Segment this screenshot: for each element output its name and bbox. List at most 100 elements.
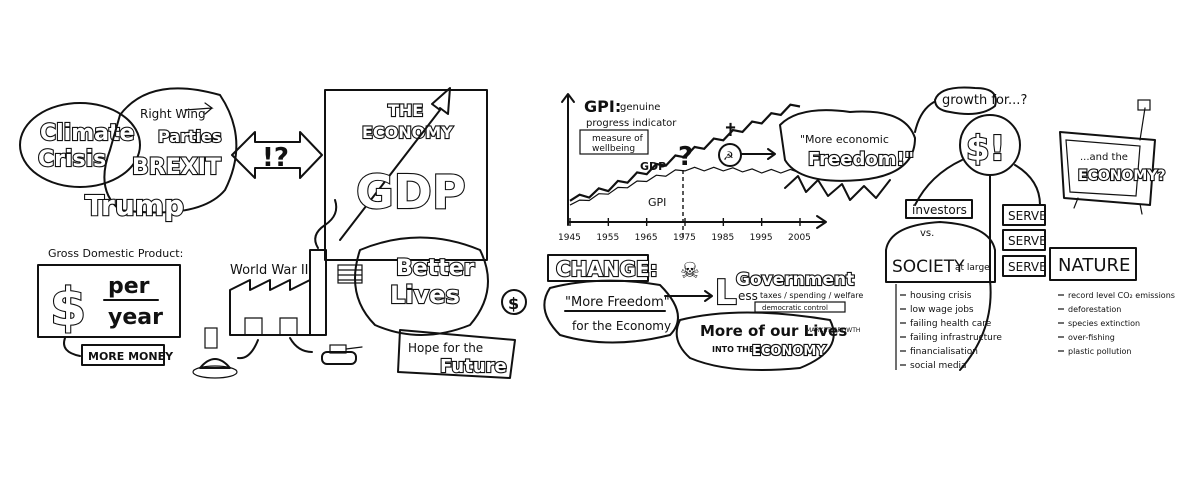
double-arrow-icon	[231, 131, 323, 179]
gpi-genuine: genuine	[620, 102, 660, 113]
zigzag-spikes	[784, 175, 891, 201]
right-panel: growth for...? $! investors vs. SOCIETY …	[885, 86, 1175, 371]
serve-text-3: SERVE	[1008, 260, 1047, 274]
climate-text: Climate	[40, 121, 134, 146]
gov-detail-box	[754, 301, 846, 313]
government-text: Government	[736, 270, 854, 290]
dollar-big-text: $!	[966, 129, 1005, 169]
serve-text-1: SERVE	[1008, 209, 1047, 223]
per-year-box	[37, 264, 181, 338]
investors-text: investors	[912, 203, 967, 217]
hammer-sickle-icon	[718, 143, 742, 167]
growth-bubble	[934, 86, 997, 115]
into-the-text: INTO THE	[712, 345, 754, 354]
factory-outline	[229, 279, 311, 336]
right-wing-text: Right Wing	[140, 107, 206, 121]
list-item: failing infrastructure	[910, 333, 1002, 343]
cross-icon: ✝	[723, 120, 738, 141]
vs-text: vs.	[920, 228, 934, 239]
series-line-gdp	[569, 103, 801, 202]
tv-icon	[1059, 99, 1156, 215]
exclaim-text: !?	[262, 143, 289, 173]
gdp-label: Gross Domestic Product:	[48, 247, 183, 260]
chart-x-arrow	[816, 215, 827, 229]
list-item: financialisation	[910, 347, 978, 357]
economy-text: ECONOMY	[362, 123, 453, 142]
gov-detail-2: democratic control	[762, 304, 828, 312]
at-large-text: at large	[955, 263, 990, 273]
world-war-text: World War II	[230, 263, 309, 278]
x-tick-label: 1985	[711, 233, 734, 243]
lives-bubble	[675, 311, 835, 372]
the-text: THE	[388, 101, 423, 120]
gpi-line-label: GPI	[648, 196, 666, 209]
climate-bubble	[19, 102, 141, 188]
more-of-lives-text: More of our Lives	[700, 322, 847, 340]
dollar-text: $	[50, 278, 86, 338]
better-text: Better	[396, 256, 475, 281]
list-item: plastic pollution	[1068, 347, 1131, 356]
x-tick-label: 1995	[750, 233, 773, 243]
quote-bubble	[779, 109, 916, 182]
freedom-arrow	[664, 290, 713, 302]
right-wing-arrow	[184, 102, 214, 115]
skull-icon: ☠	[680, 259, 700, 284]
measure-text-1: measure of	[592, 134, 644, 144]
gdp-gpi-chart	[569, 103, 801, 206]
society-text: SOCIETY	[892, 257, 965, 277]
down-arrow	[63, 337, 81, 357]
hammer-sickle-glyph: ☭	[723, 149, 734, 163]
more-money-box	[81, 344, 165, 366]
quote-text-2: Freedom!"	[808, 149, 914, 170]
x-tick-label: 1975	[673, 233, 696, 243]
arrow-to-burger	[237, 339, 259, 360]
gdp-line-label: GDP	[640, 160, 666, 173]
list-item: record level CO₂ emissions	[1068, 291, 1175, 300]
factory-doors	[244, 317, 298, 336]
arrow-to-quote	[741, 148, 776, 160]
gdp-big-text: GDP	[356, 165, 466, 219]
parties-text: Parties	[158, 127, 222, 146]
burger-icon	[192, 327, 238, 379]
lives-text: Lives	[390, 281, 460, 309]
for-economy-text: for the Economy	[572, 319, 671, 333]
crisis-text: Crisis	[38, 147, 106, 172]
tank-icon	[321, 344, 363, 365]
chart-y-arrow	[561, 93, 575, 103]
factory-chimney	[309, 249, 327, 336]
nature-text: NATURE	[1058, 255, 1130, 276]
investors-box	[905, 199, 973, 219]
nature-issues-list: record level CO₂ emissionsdeforestations…	[1058, 291, 1175, 356]
dollar-coin-text: $	[508, 294, 519, 313]
tv-text-2: ECONOMY?	[1078, 168, 1166, 184]
future-text: Future	[440, 356, 507, 377]
x-tick-label: 1945	[558, 233, 581, 243]
more-freedom-text: "More Freedom"	[565, 295, 670, 310]
nature-box	[1049, 247, 1137, 281]
series-line-gpi	[569, 166, 801, 206]
per-text: per	[108, 274, 150, 299]
list-item: species extinction	[1068, 319, 1140, 328]
x-tick-label: 1965	[635, 233, 658, 243]
society-box	[885, 221, 996, 283]
growth-for-text: growth for...?	[942, 93, 1027, 108]
more-money-text: MORE MONEY	[88, 350, 174, 363]
measure-text-2: wellbeing	[592, 144, 635, 154]
gov-detail-1: taxes / spending / welfare	[760, 291, 863, 300]
serve-box-2	[1002, 229, 1046, 251]
hope-box	[397, 329, 516, 379]
year-text: year	[108, 305, 163, 330]
serve-text-2: SERVE	[1008, 234, 1047, 248]
change-text: CHANGE:	[556, 257, 658, 281]
big-arrow	[339, 87, 451, 241]
list-item: low wage jobs	[910, 305, 974, 315]
freedom-bubble	[543, 279, 679, 344]
measure-box	[579, 129, 649, 155]
us-flag-icon	[337, 264, 363, 284]
hope-text: Hope for the	[408, 341, 483, 355]
list-item: failing health care	[910, 319, 992, 329]
serve-box-3	[1002, 255, 1046, 277]
person-body	[959, 174, 992, 371]
